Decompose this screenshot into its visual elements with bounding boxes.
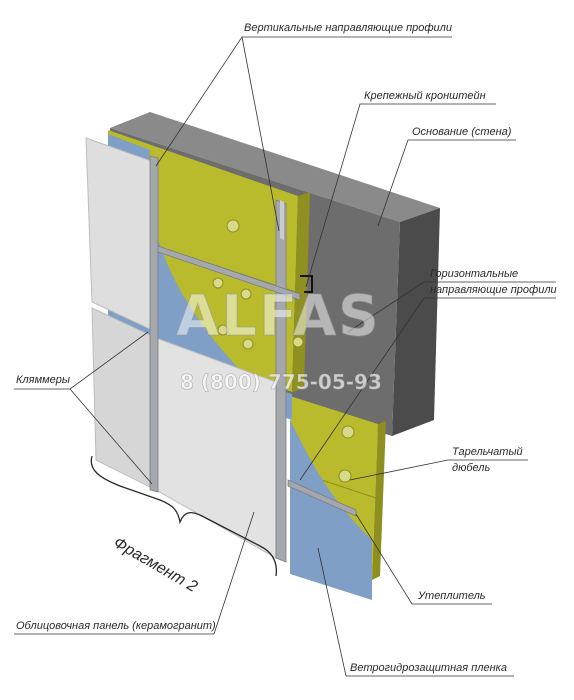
dowel [338,469,352,483]
dowel [212,277,224,289]
leader-horizontal-1 [347,281,556,333]
label-horizontal-profiles-2: направляющие профили [430,284,557,296]
leader-vertical-profiles-2 [241,36,280,232]
label-vertical-profiles: Вертикальные направляющие профили [244,22,452,34]
wall-side-face [392,208,440,436]
dowel [226,219,240,233]
leader-horizontal-2 [299,297,556,481]
label-clamps: Кляммеры [16,374,70,386]
leader-insulation [355,513,492,605]
label-membrane: Ветрогидрозащитная пленка [350,662,507,674]
label-insulation: Утеплитель [418,590,486,602]
label-horizontal-profiles-1: Горизонтальные [430,268,519,280]
leader-dowel [349,459,528,481]
vertical-profile-left [149,155,159,493]
fragment-brace [90,455,278,577]
dowel [217,324,229,336]
leader-base-wall [377,139,516,227]
horizontal-profile-upper [157,245,301,301]
label-plate-dowel-1: Тарельчатый [452,446,523,458]
label-base-wall: Основание (стена) [412,126,512,138]
wall-top-face [110,112,440,222]
dowel [341,425,355,439]
watermark-phone: 8 (800) 775-05-93 [180,370,382,395]
vertical-profile-inner [280,200,284,240]
watermark-brand: ALFAS [176,284,381,350]
plate-dowels [212,219,355,483]
leader-bracket [305,103,496,288]
leader-lines [14,36,556,677]
dowel [240,288,252,300]
leader-cladding-2 [213,511,255,635]
leader-clamps-2 [69,388,153,485]
horizontal-profile-lower [287,479,357,517]
bracket [300,275,313,293]
dowel [292,336,304,348]
panel-upper-left [85,137,155,331]
label-bracket: Крепежный кронштейн [364,90,486,102]
leader-membrane [317,547,514,677]
label-cladding-panel: Облицовочная панель (керамогранит) [16,620,216,632]
label-plate-dowel-2: дюбель [452,462,491,474]
panel-lower-left [91,307,153,489]
insulation-lower-side [372,421,386,580]
dowel [242,338,254,350]
